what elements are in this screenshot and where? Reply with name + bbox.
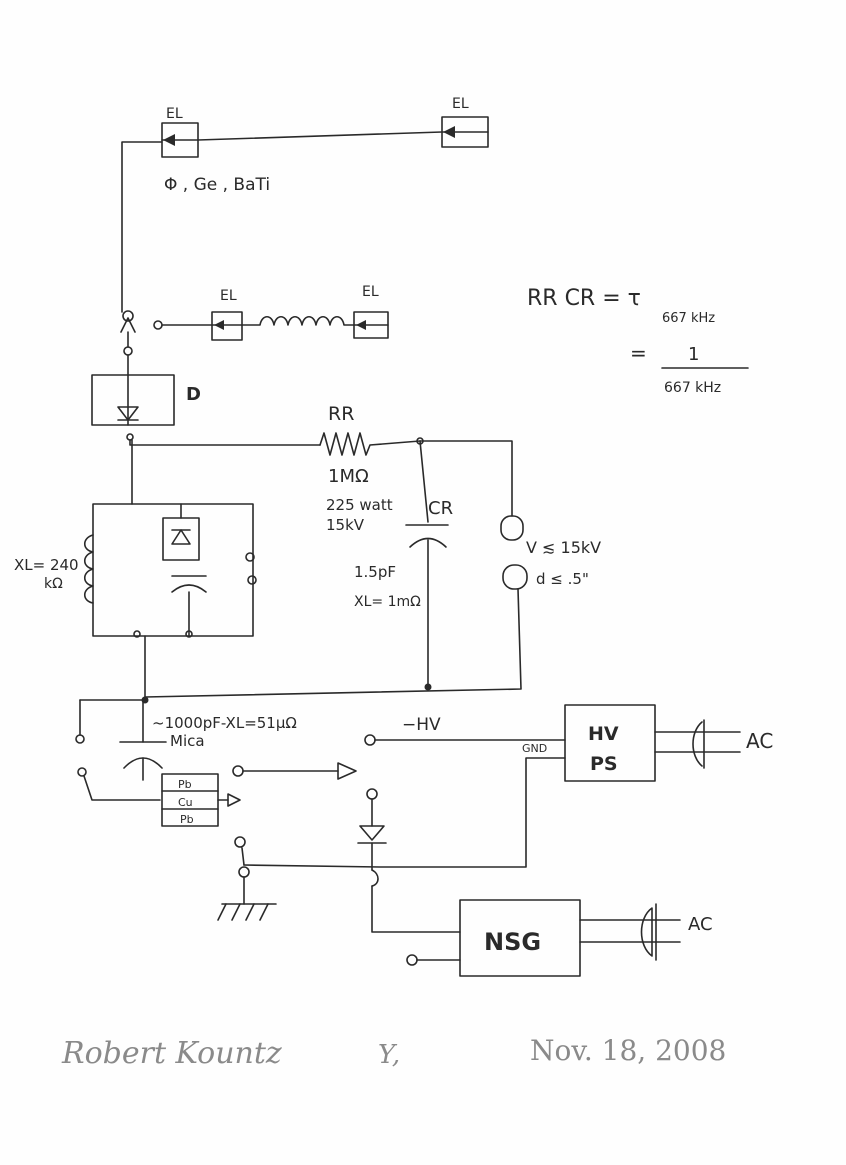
ac-bottom-label: AC xyxy=(688,914,713,935)
mica-section: Pb Cu Pb ~1000pF-XL=51μΩ Mica xyxy=(75,696,297,827)
electrode-mid-left xyxy=(211,311,243,341)
stack-cu: Cu xyxy=(178,796,193,809)
switch-blade xyxy=(120,317,136,333)
wire-top xyxy=(197,131,443,141)
spark-gap-bottom xyxy=(502,564,528,590)
ground-switch-top xyxy=(234,836,246,848)
electrode-mid-left-label: EL xyxy=(220,288,237,304)
ground-symbol xyxy=(217,903,277,921)
formula-line1-sub: 667 kHz xyxy=(662,311,715,326)
nsg-input-terminal xyxy=(406,954,418,966)
diode-box xyxy=(91,374,175,426)
resistor-name: RR xyxy=(328,403,354,425)
ac-plug-top xyxy=(692,721,703,767)
switch-and-coil: EL EL xyxy=(120,284,389,376)
tank-cap-plate-bottom xyxy=(171,584,207,593)
mica-switch-top xyxy=(75,734,85,744)
initial-mark: Y, xyxy=(378,1040,400,1070)
node-above-diode xyxy=(123,346,133,356)
wire-to-cap xyxy=(419,440,429,523)
trigger-diode xyxy=(359,825,385,841)
spark-gap-top xyxy=(500,515,524,541)
ac-top-label: AC xyxy=(746,729,773,753)
stack-pb-bottom: Pb xyxy=(180,813,194,826)
gap-voltage: V ≲ 15kV xyxy=(526,538,601,557)
inductor-reactance: XL= 240 xyxy=(14,556,79,574)
resistor-voltage: 15kV xyxy=(326,516,365,534)
resistor-rr xyxy=(319,432,421,456)
cap-reactance: XL= 1mΩ xyxy=(354,594,421,610)
trigger-electrode xyxy=(337,762,357,780)
diode-label: D xyxy=(186,384,201,405)
time-constant-formula: RR CR = τ 667 kHz = 1 667 kHz xyxy=(527,286,749,396)
author-signature: Robert Kountz xyxy=(61,1036,282,1071)
gap-distance: d ≤ .5" xyxy=(536,570,589,588)
resistor-power: 225 watt xyxy=(326,496,393,514)
wire-hop xyxy=(371,869,379,887)
wire-return xyxy=(144,588,522,698)
wire-to-nsg xyxy=(371,885,461,933)
cap-name: CR xyxy=(428,498,453,519)
nsg-box xyxy=(459,899,581,977)
hv-ps-box xyxy=(564,704,656,782)
gnd-label: GND xyxy=(522,742,547,755)
stack-pb-top: Pb xyxy=(178,778,192,791)
gnd-wire xyxy=(243,757,566,868)
hv-terminal xyxy=(364,734,376,746)
cap-value: 1.5pF xyxy=(354,563,396,581)
electrode-mid-right-label: EL xyxy=(362,284,379,300)
electrode-top-right-label: EL xyxy=(452,96,469,112)
inductor-xl xyxy=(83,534,94,604)
neg-hv-label: −HV xyxy=(402,715,441,735)
switch-terminal xyxy=(122,310,134,322)
formula-denominator: 667 kHz xyxy=(664,380,721,396)
formula-line1: RR CR = τ xyxy=(527,286,641,311)
electrode-pair-top: EL EL Φ , Ge , BaTi xyxy=(121,96,489,313)
inductor-unit: kΩ xyxy=(44,576,63,592)
hv-section: −HV GND xyxy=(217,715,566,933)
tank-circuit: XL= 240 kΩ xyxy=(14,439,257,701)
nsg-label: NSG xyxy=(484,928,541,956)
mica-switch-bottom xyxy=(77,767,87,777)
ac-plug-bottom xyxy=(640,907,653,957)
formula-numerator: 1 xyxy=(688,344,699,365)
electrode-top-left-label: EL xyxy=(166,106,183,122)
wire-to-gap xyxy=(419,440,513,517)
coil xyxy=(241,315,355,326)
tank-diode-box xyxy=(162,517,200,561)
date-label: Nov. 18, 2008 xyxy=(530,1034,726,1067)
noise-signal-generator: NSG AC xyxy=(406,899,713,977)
wire-to-resistor xyxy=(129,439,321,446)
mica-cap-value: ~1000pF-XL=51μΩ xyxy=(152,714,297,732)
wire-left-vertical xyxy=(121,141,163,313)
tank-terminal-b xyxy=(247,575,257,585)
cap-cr-plate-bottom xyxy=(409,537,447,548)
resistor-value: 1MΩ xyxy=(328,466,369,487)
tank-box xyxy=(92,503,254,637)
hv-ps-line1: HV xyxy=(588,723,619,745)
rc-network: RR 1MΩ 225 watt 15kV CR 1.5pF XL= 1mΩ V … xyxy=(129,403,601,698)
materials-label: Φ , Ge , BaTi xyxy=(164,175,270,195)
tank-terminal-a xyxy=(245,552,255,562)
hv-ps-line2: PS xyxy=(590,753,618,775)
footer: Robert Kountz Y, Nov. 18, 2008 xyxy=(61,1034,726,1071)
diode-d: D xyxy=(91,374,201,441)
switch-contact xyxy=(153,320,163,330)
formula-equals: = xyxy=(630,341,647,365)
hv-power-supply: HV PS AC xyxy=(564,704,773,782)
mica-label: Mica xyxy=(170,732,205,750)
trigger-terminal xyxy=(232,765,244,777)
